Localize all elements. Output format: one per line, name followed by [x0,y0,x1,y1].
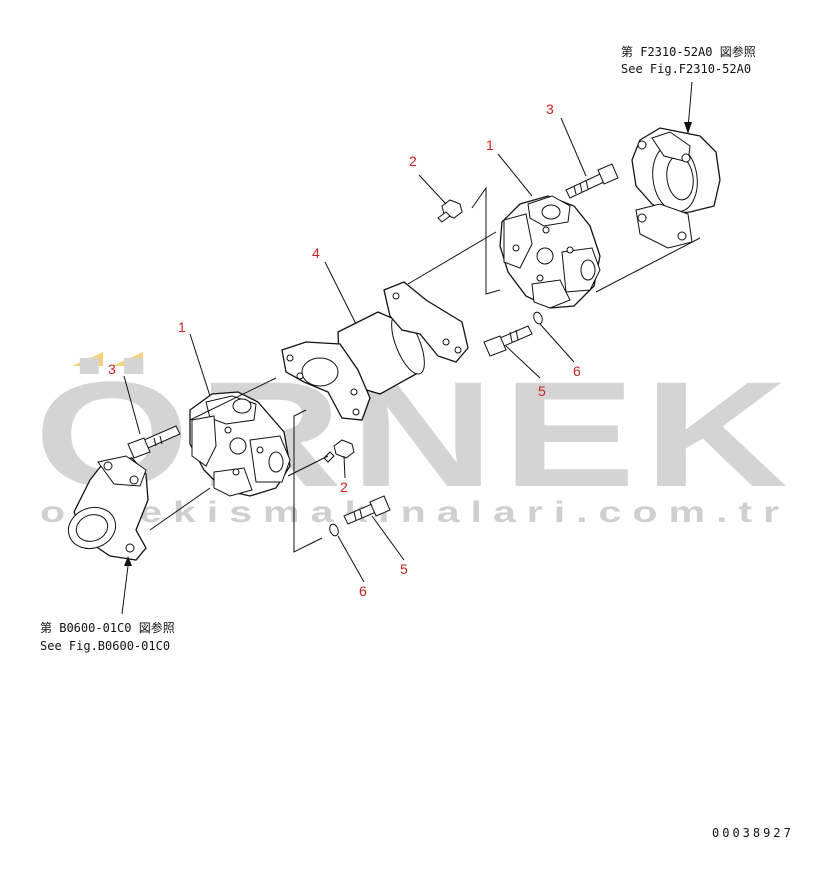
reference-top-right-en: See Fig.F2310-52A0 [621,62,751,76]
assembly-leader-lines-top [407,186,701,295]
callout-4: 4 [312,245,320,261]
flange-bottom-left [67,455,149,561]
callout-5-lower: 5 [400,561,408,577]
callout-2-middle: 2 [340,479,348,495]
bolt-top [565,163,619,199]
reference-bottom-left-en: See Fig.B0600-01C0 [40,639,170,653]
watermark-accent-mark-left [72,352,103,366]
bolt-right [483,325,533,357]
bolt-lower [343,495,391,525]
watermark-accent-mark-right [112,352,143,366]
assembly-leader-lines-lower [149,377,329,553]
grease-fitting-top [437,199,463,223]
universal-joint-left [189,391,291,497]
callout-5-right: 5 [538,383,546,399]
reference-top-right-jp: 第 F2310-52A0 図参照 [621,44,756,59]
grease-fitting-middle [323,439,355,463]
figure-number: 00038927 [712,826,794,840]
callout-3-top: 3 [546,101,554,117]
callout-1-top: 1 [486,137,494,153]
reference-arrow-icon [684,122,692,134]
reference-bottom-left: 第 B0600-01C0 図参照 See Fig.B0600-01C0 [40,556,175,653]
callout-6-lower: 6 [359,583,367,599]
callout-2-top: 2 [409,153,417,169]
bolt-left [127,425,181,459]
reference-top-right: 第 F2310-52A0 図参照 See Fig.F2310-52A0 [621,44,756,134]
flange-top-right [631,127,721,249]
callout-1-left: 1 [178,319,186,335]
reference-arrow-icon-lower [124,556,132,566]
driveshaft [281,281,469,421]
callout-6-right: 6 [573,363,581,379]
callout-leaders [123,117,587,583]
reference-bottom-left-jp: 第 B0600-01C0 図参照 [40,620,175,635]
watermark-url: ornekismakinalari.com.tr [40,496,790,529]
universal-joint-top [499,195,601,309]
callouts: 1 2 3 4 5 6 1 2 3 5 6 [108,101,581,599]
washer-right [533,311,543,325]
washer-lower [329,523,339,537]
callout-3-left: 3 [108,361,116,377]
